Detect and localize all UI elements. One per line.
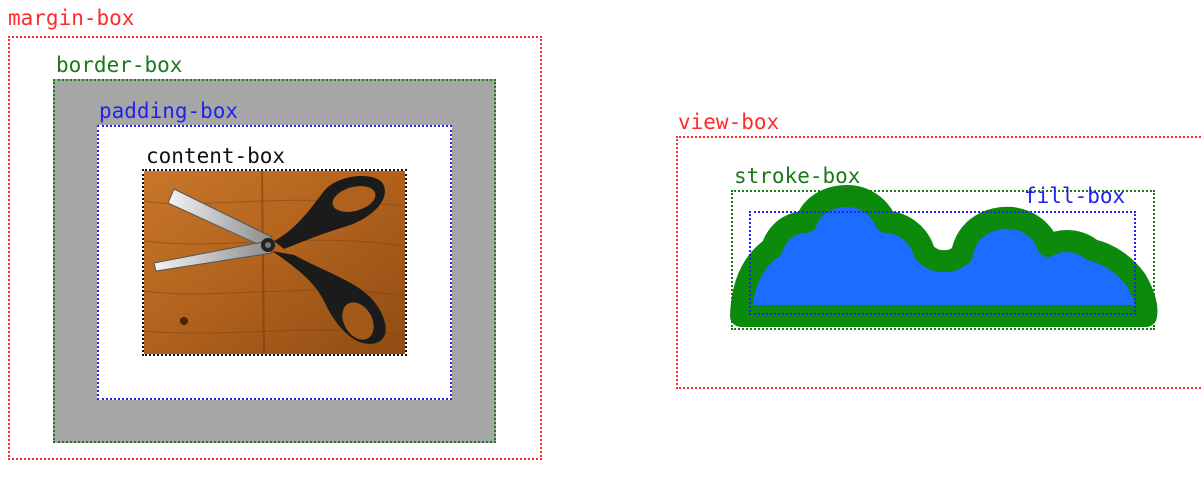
fill-box-label: fill-box [1024,184,1125,208]
stroke-box-label: stroke-box [734,164,860,188]
fill-box [749,211,1136,315]
